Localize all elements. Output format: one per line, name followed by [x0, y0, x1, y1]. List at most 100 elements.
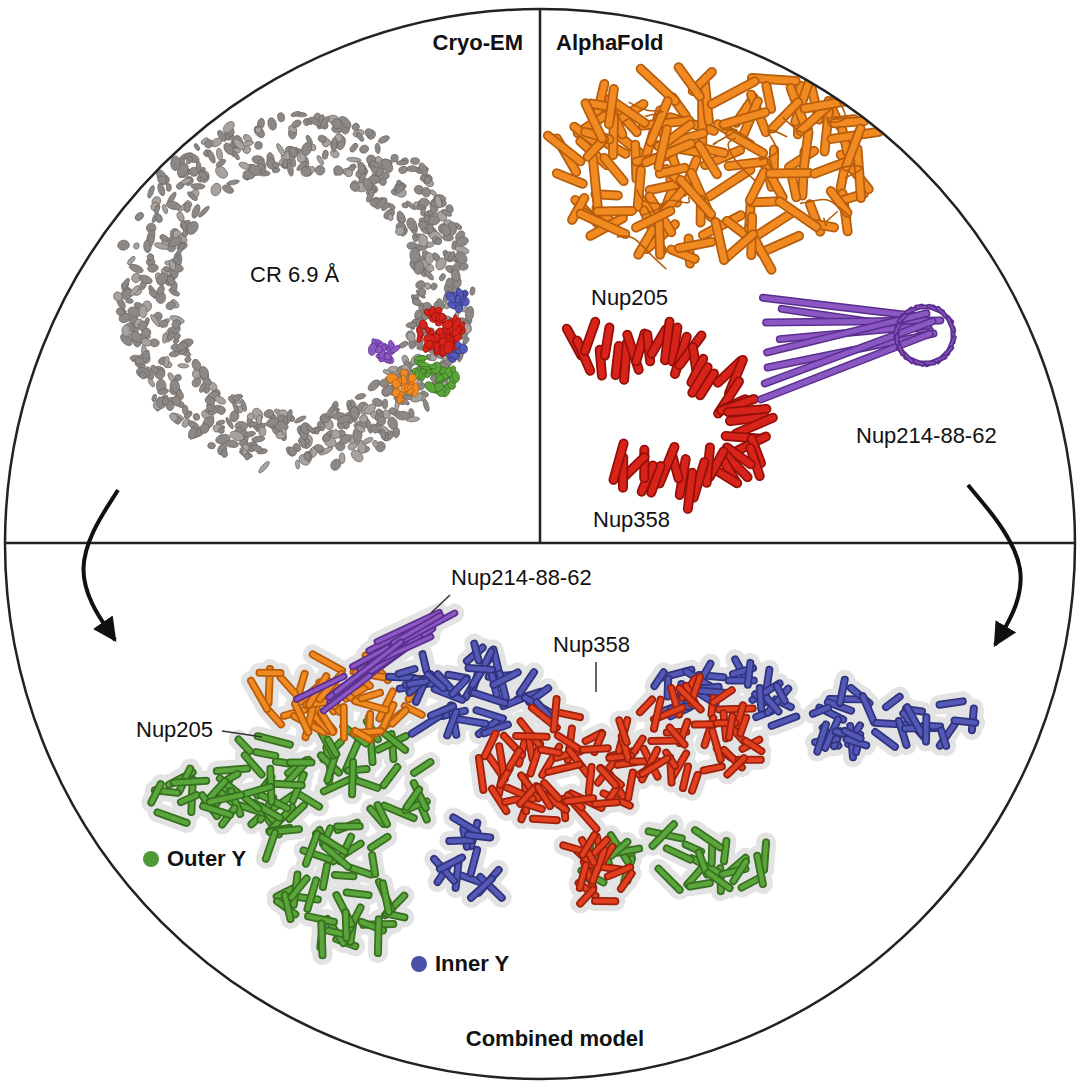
helix-rod-edge: [659, 129, 667, 167]
helix-rod-edge: [729, 162, 764, 166]
density-blob: [170, 318, 182, 330]
density-blob: [330, 429, 341, 440]
density-blob: [272, 161, 280, 169]
helix-rod: [638, 170, 641, 206]
helix-rod: [724, 841, 726, 861]
density-blob: [465, 306, 475, 322]
helix-rod: [770, 170, 809, 177]
density-blob: [392, 427, 399, 438]
density-blob: [283, 415, 289, 424]
density-blob: [257, 460, 271, 474]
density-halo: [724, 841, 726, 861]
density-halo: [347, 893, 369, 896]
helix-rod: [217, 768, 248, 771]
density-halo: [321, 923, 322, 955]
density-blob: [363, 402, 378, 416]
subunit-blob: [442, 340, 454, 355]
helix-rod: [695, 830, 720, 847]
density-halo: [729, 716, 732, 737]
density-blob: [398, 165, 408, 174]
helix-rod-edge: [239, 739, 250, 751]
density-blob: [324, 404, 336, 419]
density-halo: [307, 880, 316, 909]
helix-rod: [948, 318, 953, 331]
helix-rod-edge: [174, 781, 206, 783]
helix-rod: [245, 787, 271, 794]
helix-rod: [384, 767, 398, 785]
density-halo: [471, 850, 477, 873]
density-blob: [203, 138, 215, 150]
density-blob: [275, 142, 286, 157]
density-blob: [128, 284, 140, 297]
density-blob: [165, 200, 181, 212]
density-blob: [146, 185, 155, 199]
helix-rod-edge: [585, 103, 602, 138]
helix-rod: [210, 795, 242, 802]
density-blob: [189, 167, 200, 177]
density-blob: [151, 394, 157, 402]
helix-rod-edge: [335, 875, 354, 876]
density-halo: [371, 837, 387, 848]
loop: [835, 166, 862, 179]
density-halo: [740, 718, 746, 734]
density-blob: [356, 160, 367, 174]
density-blob: [218, 427, 225, 434]
density-blob: [135, 366, 151, 380]
density-halo: [174, 781, 206, 783]
density-halo: [589, 767, 592, 793]
helix-rod-edge: [736, 418, 773, 434]
helix-rod-edge: [217, 768, 248, 771]
helix-rod: [716, 222, 724, 260]
density-blob: [316, 155, 325, 166]
coiled-coil: [761, 334, 930, 400]
density-blob: [413, 260, 425, 275]
helix-rod-edge: [383, 883, 389, 912]
helix-rod: [659, 869, 680, 890]
helix-rod-edge: [858, 149, 861, 198]
density-halo: [474, 644, 478, 661]
density-blob: [168, 411, 179, 423]
helix-rod-edge: [660, 168, 685, 174]
density-blob: [147, 378, 156, 388]
density-halo: [526, 804, 542, 809]
density-blob: [377, 134, 390, 144]
density-blob: [143, 240, 151, 253]
loop: [658, 197, 689, 209]
density-blob: [358, 413, 369, 424]
density-halo: [757, 856, 763, 884]
density-blob: [175, 242, 186, 257]
helix-rod: [729, 162, 764, 166]
density-blob: [450, 269, 462, 282]
helix-rod-edge: [321, 923, 322, 955]
density-blob: [380, 429, 386, 440]
helix-rod-edge: [384, 733, 405, 750]
density-blob: [388, 203, 397, 211]
helix-rod-edge: [337, 822, 360, 830]
density-blob: [354, 392, 366, 400]
density-blob: [410, 157, 419, 164]
density-blob: [431, 235, 442, 245]
density-blob: [438, 273, 446, 282]
coiled-coil-edge: [765, 321, 933, 383]
density-blob: [345, 169, 353, 177]
helix-rod-edge: [638, 170, 641, 206]
density-blob: [246, 412, 255, 421]
density-blob: [117, 239, 130, 250]
density-blob: [206, 149, 217, 164]
helix-rod-edge: [352, 762, 353, 794]
helix-rod-edge: [700, 374, 714, 396]
density-halo: [813, 708, 828, 714]
density-blob: [128, 263, 144, 275]
density-blob: [180, 177, 192, 186]
helix-rod-edge: [181, 795, 197, 802]
density-halo: [667, 848, 691, 859]
subunit-blob: [437, 312, 447, 322]
helix-rod: [780, 201, 817, 226]
helix-rod: [585, 103, 602, 138]
density-blob: [425, 252, 434, 264]
helix-rod: [712, 81, 755, 104]
helix-rod: [245, 798, 258, 809]
density-blob: [405, 200, 417, 211]
helix-rod-edge: [245, 787, 271, 794]
density-halo: [520, 672, 534, 693]
